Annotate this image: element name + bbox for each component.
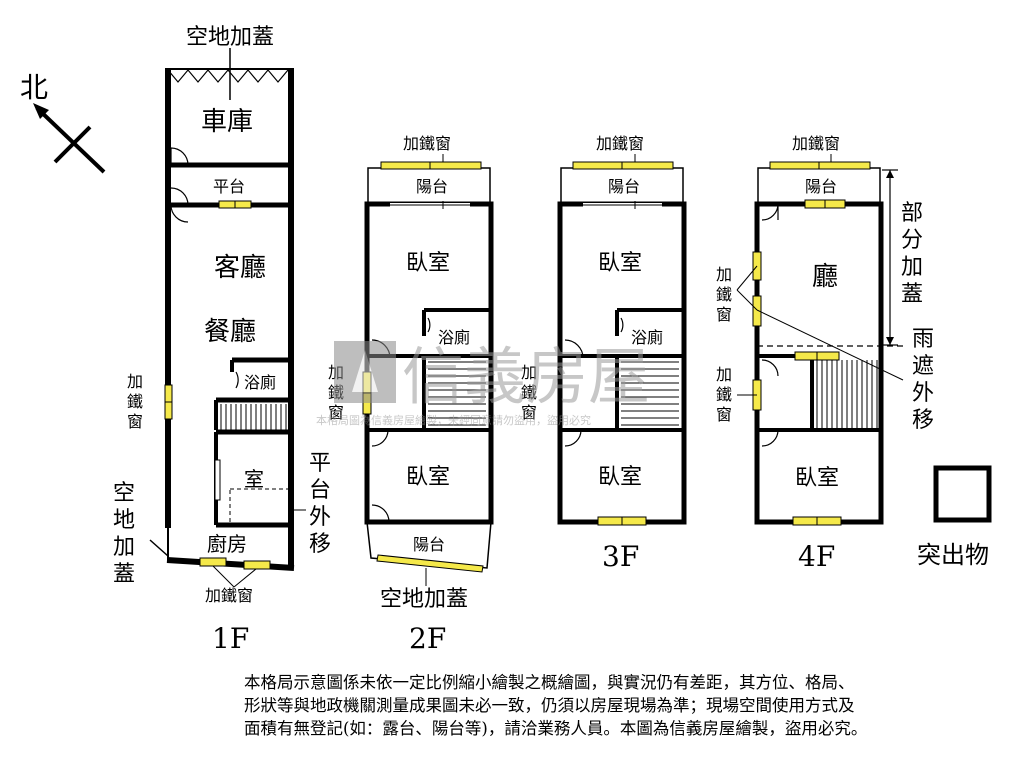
floor-1-right-note: 平台外移 [309,451,331,557]
floor-2-balcony-bottom: 陽台 [413,535,445,554]
floor-2-bath: 浴廁 [438,328,470,347]
legend: 突出物 [917,465,992,569]
arrow-head-icon [33,103,49,119]
floor-3-window-top: 加鐵窗 [596,134,644,153]
floor-3-plan: 加鐵窗 陽台 臥室 浴廁 臥室 3F [557,134,687,573]
floor-4-right-note-lower: 雨遮外移 [912,327,934,433]
floor-3-bedroom-bottom: 臥室 [598,465,642,490]
disclaimer: 本格局示意圖係未依一定比例縮小繪製之概繪圖，與實況仍有差距，其方位、格局、 形狀… [244,671,1004,740]
floor-4-hall: 廳 [812,262,838,292]
floor-1-plan: 空地加蓋 [149,25,306,655]
floor-1-window-left: 加鐵窗 [127,372,143,431]
floor-2-bedroom-top: 臥室 [406,251,450,276]
floor-3-bedroom-top: 臥室 [598,251,642,276]
watermark-brand: 信義房屋 [402,340,650,413]
room-platform: 平台 [213,177,245,196]
floor-3-window-left: 加鐵窗 [521,363,537,422]
floor-1-name: 1F [212,622,249,655]
disclaimer-line-3: 面積有無登記(如：露台、陽台等)，請洽業務人員。本圖為信義房屋繪製，盜用必究。 [244,719,868,738]
floor-2-plan: 加鐵窗 陽台 臥室 浴廁 臥室 陽台 空地 [362,134,494,655]
legend-label: 突出物 [917,541,989,569]
north-arrow-icon [35,106,106,174]
watermark-notice: 本格局圖為信義房屋繪製，未經同意請勿盜用，盜用必究 [316,413,591,427]
floor-4-right-note-upper: 部分加蓋 [901,201,923,307]
disclaimer-line-2: 形狀等與地政機關測量成果圖未必一致，仍須以房屋現場為準；現場空間使用方式及 [244,696,855,715]
floor-4-window-left-lower: 加鐵窗 [716,365,732,424]
legend-projection-icon [933,465,992,523]
floor-3-name: 3F [602,540,639,573]
compass-cross-line [53,125,92,164]
compass: 北 [20,71,106,174]
floor-1-top-label: 空地加蓋 [186,25,274,50]
floor-4-balcony-top: 陽台 [805,177,837,196]
floor-2-window-top: 加鐵窗 [403,134,451,153]
floor-4-plan: 加鐵窗 陽台 廳 臥室 4F [736,134,905,573]
floor-1-window-bottom: 加鐵窗 [205,586,253,605]
floor-4-window-left-upper: 加鐵窗 [716,265,732,324]
watermark-logo-icon [334,341,396,403]
compass-north-label: 北 [20,71,48,104]
floor-2-balcony-top: 陽台 [416,177,448,196]
floor-4-bedroom-bottom: 臥室 [795,466,839,491]
room-dining: 餐廳 [204,317,256,347]
room-bath: 浴廁 [244,373,276,392]
watermark: 信義房屋 本格局圖為信義房屋繪製，未經同意請勿盜用，盜用必究 [316,340,650,427]
floor-3-balcony-top: 陽台 [608,177,640,196]
floor-2-name: 2F [409,622,446,655]
floor-2-bedroom-bottom: 臥室 [406,465,450,490]
disclaimer-line-1: 本格局示意圖係未依一定比例縮小繪製之概繪圖，與實況仍有差距，其方位、格局、 [244,673,855,692]
room-kitchen: 廚房 [207,532,247,556]
floor-4-window-top: 加鐵窗 [792,134,840,153]
floor-4-name: 4F [798,540,835,573]
room-room: 室 [244,467,264,491]
floor-2-bottom-note: 空地加蓋 [380,587,468,612]
floor-3-bath: 浴廁 [631,328,663,347]
floor-1-left-note: 空地加蓋 [113,481,135,587]
room-garage: 車庫 [201,107,253,137]
room-living: 客廳 [214,253,266,283]
